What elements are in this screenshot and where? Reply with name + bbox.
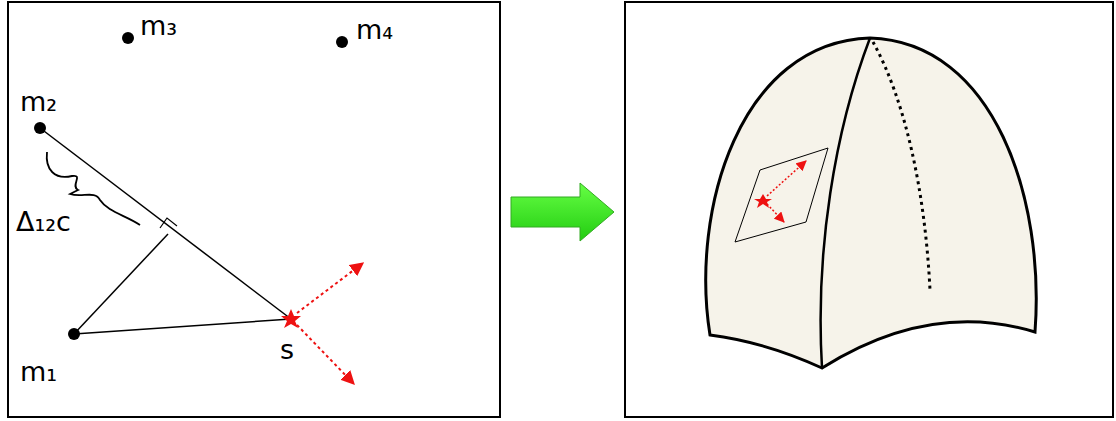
dome-hidden-seam [873, 42, 930, 290]
perpendicular-line [74, 234, 168, 334]
path-line [74, 319, 291, 334]
mic-label: m₂ [20, 88, 57, 115]
source-star [754, 194, 772, 208]
mic-label: m₃ [140, 12, 177, 39]
direction-arrow [767, 161, 806, 196]
mic-dot [336, 36, 348, 48]
direction-arrow [767, 204, 784, 222]
path-line [40, 128, 291, 319]
right-angle-mark [160, 218, 177, 228]
right-panel [625, 2, 1113, 417]
left-panel [8, 2, 500, 417]
source-label: s [280, 336, 294, 363]
direction-arrow [297, 325, 354, 384]
mic-label: m₄ [356, 16, 393, 43]
mic-dot [34, 122, 46, 134]
mic-dot [122, 32, 134, 44]
dome-seam [821, 38, 870, 368]
transform-arrow [511, 183, 614, 241]
dome-surface [706, 38, 1036, 368]
mic-dot [68, 328, 80, 340]
direction-arrow [297, 263, 363, 313]
delay-label: Δ₁₂c [16, 208, 71, 235]
mic-label: m₁ [20, 358, 57, 385]
tangent-plane [735, 148, 828, 242]
